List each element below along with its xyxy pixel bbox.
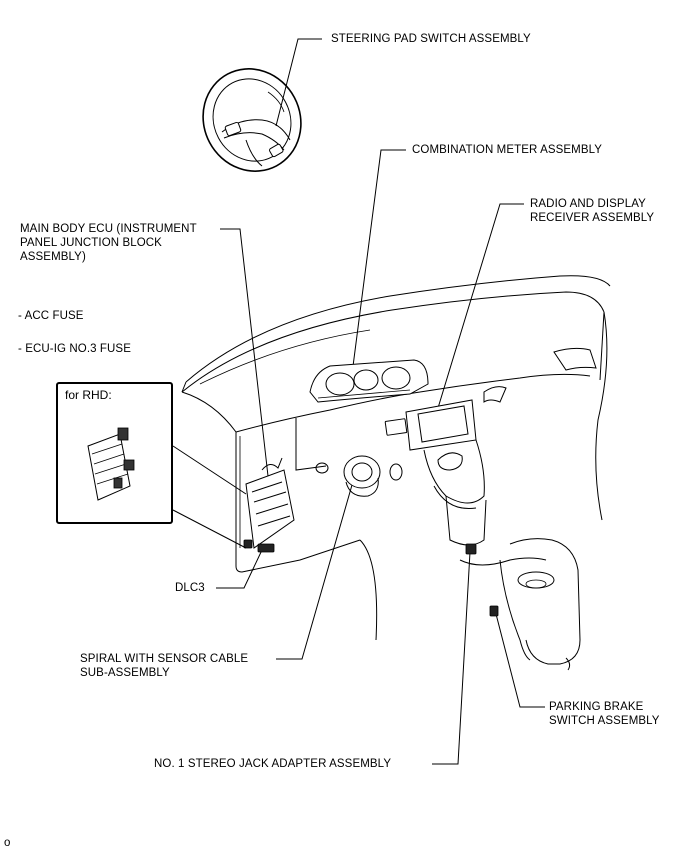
main-body-ecu-drawing — [239, 436, 295, 553]
label-ecu-ig-fuse: - ECU-IG NO.3 FUSE — [18, 343, 131, 355]
dashboard-outline — [181, 275, 611, 641]
label-spiral-sensor-line2: SUB-ASSEMBLY — [80, 667, 170, 679]
label-stereo-jack-adapter: NO. 1 STEREO JACK ADAPTER ASSEMBLY — [154, 758, 392, 770]
center-console-drawing — [423, 439, 581, 671]
label-parking-brake-line1: PARKING BRAKE — [549, 701, 644, 713]
label-acc-fuse: - ACC FUSE — [18, 310, 84, 322]
label-main-body-ecu-line1: MAIN BODY ECU (INSTRUMENT — [20, 223, 197, 235]
leader-lines — [216, 38, 545, 765]
inset-title: for RHD: — [65, 388, 112, 402]
label-parking-brake-line2: SWITCH ASSEMBLY — [549, 715, 660, 727]
label-main-body-ecu-line3: ASSEMBLY) — [20, 251, 86, 263]
spiral-cable-drawing — [315, 455, 403, 497]
combination-meter-drawing — [309, 359, 429, 403]
label-radio-display-line2: RECEIVER ASSEMBLY — [530, 212, 655, 224]
radio-display-drawing — [384, 399, 477, 471]
label-spiral-sensor-line1: SPIRAL WITH SENSOR CABLE — [80, 653, 249, 665]
label-radio-display-line1: RADIO AND DISPLAY — [530, 198, 646, 210]
label-steering-pad-switch: STEERING PAD SWITCH ASSEMBLY — [331, 33, 531, 45]
label-dlc3: DLC3 — [175, 582, 205, 594]
inset-callout — [172, 445, 247, 549]
corner-mark: o — [4, 837, 11, 849]
steering-wheel-drawing — [202, 68, 302, 172]
rhd-inset-panel: for RHD: — [56, 382, 173, 524]
rhd-fuse-block-drawing — [87, 427, 135, 501]
label-combination-meter: COMBINATION METER ASSEMBLY — [412, 144, 603, 156]
label-main-body-ecu-line2: PANEL JUNCTION BLOCK — [20, 237, 162, 249]
